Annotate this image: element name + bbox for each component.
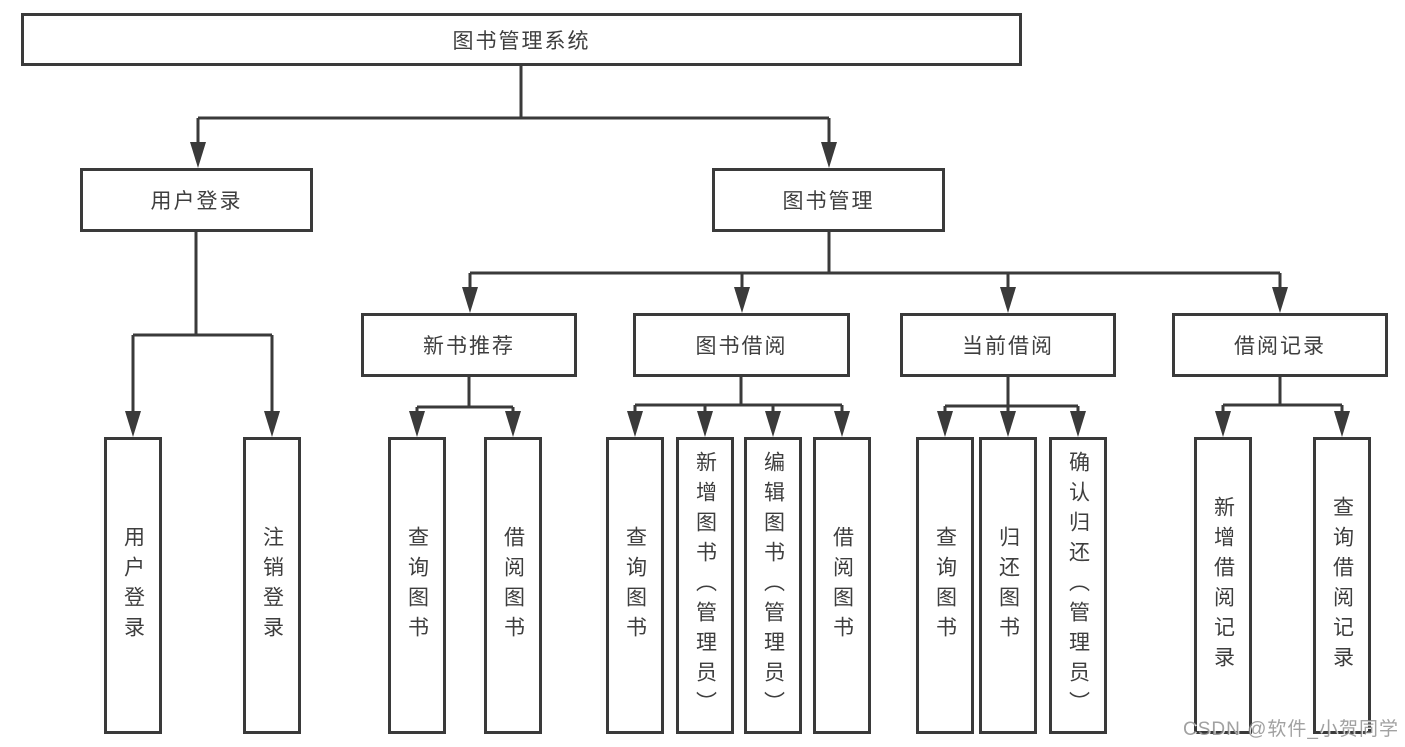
- leaf-query-books-recommend: 查询图书: [388, 437, 446, 734]
- node-book-management: 图书管理: [712, 168, 945, 232]
- arrowhead-icons: [125, 142, 1350, 437]
- node-borrowing-records: 借阅记录: [1172, 313, 1388, 377]
- leaf-add-book-admin: 新增图书（管理员）: [676, 437, 734, 734]
- csdn-watermark: CSDN @软件_小贺同学: [1183, 719, 1399, 740]
- node-new-book-recommendation: 新书推荐: [361, 313, 577, 377]
- node-user-login: 用户登录: [80, 168, 313, 232]
- connector-paths: [131, 66, 1344, 415]
- node-library-management-system: 图书管理系统: [21, 13, 1022, 66]
- leaf-edit-book-admin: 编辑图书（管理员）: [744, 437, 802, 734]
- leaf-logout: 注销登录: [243, 437, 301, 734]
- leaf-borrow-books-borrowing: 借阅图书: [813, 437, 871, 734]
- leaf-query-borrow-record: 查询借阅记录: [1313, 437, 1371, 734]
- leaf-borrow-books-recommend: 借阅图书: [484, 437, 542, 734]
- leaf-user-login: 用户登录: [104, 437, 162, 734]
- leaf-return-books: 归还图书: [979, 437, 1037, 734]
- node-book-borrowing: 图书借阅: [633, 313, 850, 377]
- leaf-add-borrow-record: 新增借阅记录: [1194, 437, 1252, 734]
- leaf-confirm-return-admin: 确认归还（管理员）: [1049, 437, 1107, 734]
- node-current-borrowing: 当前借阅: [900, 313, 1116, 377]
- leaf-query-books-current: 查询图书: [916, 437, 974, 734]
- leaf-query-books-borrowing: 查询图书: [606, 437, 664, 734]
